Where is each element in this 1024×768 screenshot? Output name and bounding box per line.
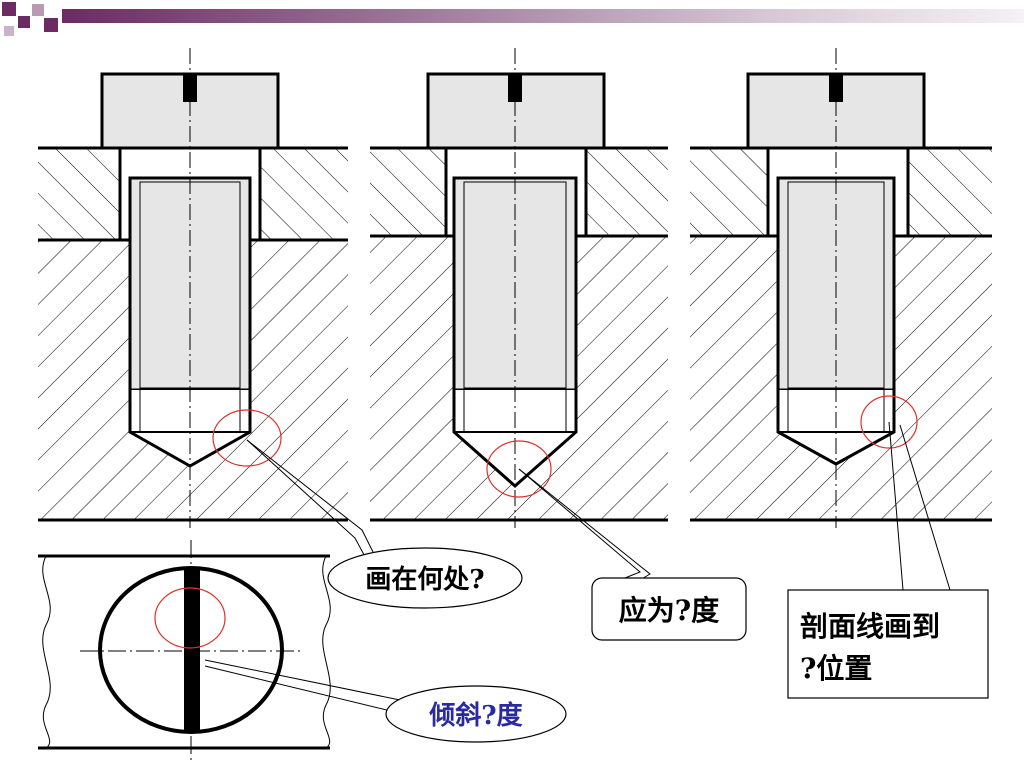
break-line-right (322, 555, 331, 749)
callout-hatch-line-text-1: 剖面线画到 (800, 610, 940, 643)
lower-body-hatch-2 (370, 236, 668, 520)
callout-where-to-draw: 画在何处? (327, 547, 523, 609)
upper-plate-left-3 (690, 148, 768, 236)
deco-square-4 (44, 18, 58, 32)
screw-drawing-3 (690, 48, 992, 528)
lower-body-hatch-3 (690, 236, 992, 520)
screw-top-view (38, 540, 331, 760)
callout-tilt-angle: 倾斜?度 (385, 685, 567, 743)
callout-where-to-draw-text: 画在何处? (365, 565, 484, 595)
deco-square-3 (32, 4, 44, 16)
highlight-circle-2 (486, 440, 552, 498)
deco-square-2 (18, 16, 30, 28)
callout-angle: 应为?度 (591, 577, 747, 641)
deco-square-5 (4, 26, 14, 36)
upper-plate-right-1 (260, 148, 348, 240)
upper-plate-right-2 (586, 148, 668, 236)
callout-hatch-line: 剖面线画到 ?位置 (787, 589, 989, 699)
slide-header-decoration (0, 0, 1024, 48)
upper-plate-left-1 (38, 148, 120, 240)
upper-plate-left-2 (370, 148, 446, 236)
callout-angle-text: 应为?度 (619, 594, 719, 627)
highlight-circle-1 (212, 409, 282, 467)
highlight-circle-3 (860, 395, 918, 449)
highlight-circle-top (154, 587, 226, 649)
callout-tilt-angle-text: 倾斜?度 (428, 700, 522, 731)
slot-bar (184, 568, 200, 732)
break-line-left (42, 555, 51, 749)
upper-plate-right-3 (908, 148, 992, 236)
lower-body-hatch-1 (38, 240, 348, 520)
screw-drawing-1 (38, 48, 348, 528)
header-gradient-bar (62, 9, 1024, 23)
callout-hatch-line-text-2: ?位置 (800, 652, 872, 685)
screw-drawing-2 (370, 48, 668, 528)
deco-square-1 (2, 2, 16, 16)
